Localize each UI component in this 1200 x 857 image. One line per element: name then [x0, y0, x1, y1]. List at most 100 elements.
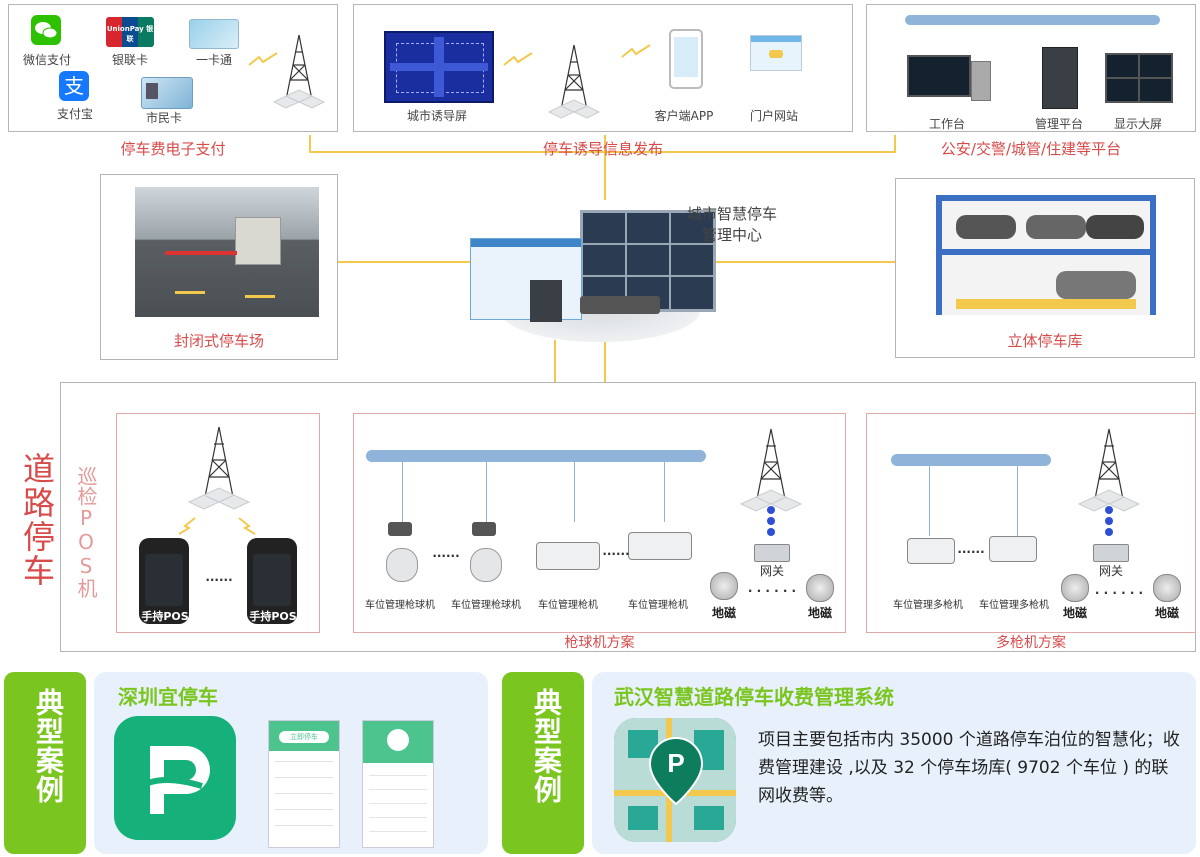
pipe-bar [366, 450, 706, 462]
bullet-label-2: 车位管理枪机 [628, 600, 688, 611]
signal-tower-icon [1077, 428, 1141, 512]
wireless-signal-icon [178, 517, 196, 535]
multi-label-1: 车位管理多枪机 [893, 600, 963, 611]
case1-tab-label: 典型案例 [32, 688, 65, 804]
pos-dots: ...... [205, 570, 233, 584]
mgmt-platform-label: 管理平台 [1034, 117, 1083, 131]
pipe-bar [891, 454, 1051, 466]
gateway-icon [754, 544, 790, 562]
console-desk-icon [580, 296, 660, 314]
multi-camera-scheme-panel: ...... 车位管理多枪机 车位管理多枪机 网关 · · · · · · 地磁… [866, 413, 1196, 633]
multi-camera-icon [989, 536, 1037, 562]
geomagnetic-sensor-icon [1061, 574, 1089, 602]
guidance-screen-icon [384, 31, 494, 103]
yitingche-app-logo [114, 716, 236, 840]
parking-pin-icon: P [648, 736, 704, 806]
center-title-line1: 城市智慧停车 [686, 205, 777, 223]
signal-dots-icon [767, 506, 775, 536]
multi-label-2: 车位管理多枪机 [979, 600, 1049, 611]
magnet-label-2: 地磁 [807, 606, 832, 620]
client-app-phone-icon [669, 29, 703, 89]
case2-title: 武汉智慧道路停车收费管理系统 [614, 685, 894, 709]
portal-website-label: 门户网站 [749, 109, 798, 123]
enclosed-parking-panel [100, 174, 338, 360]
display-wall-label: 显示大屏 [1113, 117, 1162, 131]
geomagnetic-sensor-icon [806, 574, 834, 602]
wireless-signal-icon [621, 44, 651, 58]
camera-dots: ...... [432, 546, 460, 560]
magnet-dots: · · · · · · [747, 584, 797, 598]
dome-camera-icon [384, 522, 420, 582]
bullet-camera-icon [628, 532, 692, 560]
ball-scheme-caption: 枪球机方案 [564, 635, 635, 651]
dome-label-2: 车位管理枪球机 [451, 600, 521, 611]
server-cabinet-icon [530, 280, 562, 322]
pos-panel: ...... 手持POS 手持POS [116, 413, 320, 633]
display-wall-icon [1105, 53, 1173, 103]
enclosed-parking-image [135, 187, 319, 317]
multi-scheme-caption: 多枪机方案 [996, 635, 1066, 651]
video-wall-icon [580, 210, 716, 312]
guidance-screen-label: 城市诱导屏 [406, 109, 467, 123]
citizen-card-icon [141, 77, 193, 109]
unionpay-label: 银联卡 [111, 53, 148, 67]
wireless-signal-icon [248, 52, 278, 66]
bullet-camera-icon [536, 542, 600, 570]
multi-camera-icon [907, 538, 955, 564]
road-parking-label: 道路停车 [18, 452, 56, 588]
camera-dots-2: ...... [602, 544, 630, 558]
app-screenshot-2 [362, 720, 434, 848]
workstation-icon [907, 55, 971, 97]
management-center-illustration [470, 198, 730, 348]
wuhan-parking-map-icon: P [614, 718, 736, 842]
wireless-signal-icon [503, 52, 533, 66]
case1-tab [4, 672, 86, 854]
gateway-icon [1093, 544, 1129, 562]
workstation-label: 工作台 [928, 117, 965, 131]
yikatong-card-icon [189, 19, 239, 49]
wechat-pay-icon [31, 15, 61, 45]
app-start-button: 立即停车 [279, 731, 329, 743]
platform-panel: 工作台 管理平台 显示大屏 [866, 4, 1196, 132]
payment-caption: 停车费电子支付 [120, 140, 226, 158]
software-windows-icon [470, 238, 582, 320]
pos-label-2: 手持POS [249, 610, 297, 623]
alipay-icon: 支 [59, 71, 89, 101]
yikatong-label: 一卡通 [195, 53, 232, 67]
signal-tower-icon [272, 34, 326, 109]
signal-tower-icon [739, 428, 803, 512]
unionpay-icon: UnionPay 银联 [106, 17, 154, 47]
stereo-garage-caption: 立体停车库 [1007, 332, 1083, 350]
enclosed-parking-caption: 封闭式停车场 [173, 332, 264, 350]
guidance-panel: 城市诱导屏 客户端APP 门户网站 [353, 4, 853, 132]
unionpay-logo-text: UnionPay 银联 [106, 25, 154, 43]
center-title-line2: 管理中心 [701, 226, 762, 244]
portal-website-icon [750, 35, 802, 71]
dome-camera-icon [468, 522, 504, 582]
ball-camera-scheme-panel: ...... ...... 车位管理枪球机 车位管理枪球机 车位管理枪机 车位管… [353, 413, 846, 633]
wireless-signal-icon [238, 517, 256, 535]
wechat-pay-label: 微信支付 [22, 53, 71, 67]
stereo-garage-panel [895, 178, 1195, 358]
case1-title: 深圳宜停车 [118, 685, 218, 709]
case2-tab-label: 典型案例 [530, 688, 563, 804]
magnet-label-1: 地磁 [711, 606, 736, 620]
pos-label-1: 手持POS [141, 610, 189, 623]
gateway-label: 网关 [759, 564, 784, 578]
multi-dots: ...... [957, 542, 985, 556]
handheld-pos-icon [247, 538, 297, 624]
magnet-label-4: 地磁 [1154, 606, 1179, 620]
signal-tower-icon [547, 44, 601, 119]
server-icon [1042, 47, 1078, 109]
magnet-label-3: 地磁 [1062, 606, 1087, 620]
signal-tower-icon [187, 426, 251, 510]
guidance-caption: 停车诱导信息发布 [542, 140, 663, 158]
app-screenshot-1: 立即停车 [268, 720, 340, 848]
magnet-dots-2: · · · · · · [1094, 586, 1144, 600]
case2-description: 项目主要包括市内 35000 个道路停车泊位的智慧化；收费管理建设 ,以及 32… [758, 730, 1180, 806]
handheld-pos-icon [139, 538, 189, 624]
gateway-label-2: 网关 [1098, 564, 1123, 578]
geomagnetic-sensor-icon [710, 572, 738, 600]
case2-tab [502, 672, 584, 854]
stereo-garage-image [936, 195, 1156, 315]
